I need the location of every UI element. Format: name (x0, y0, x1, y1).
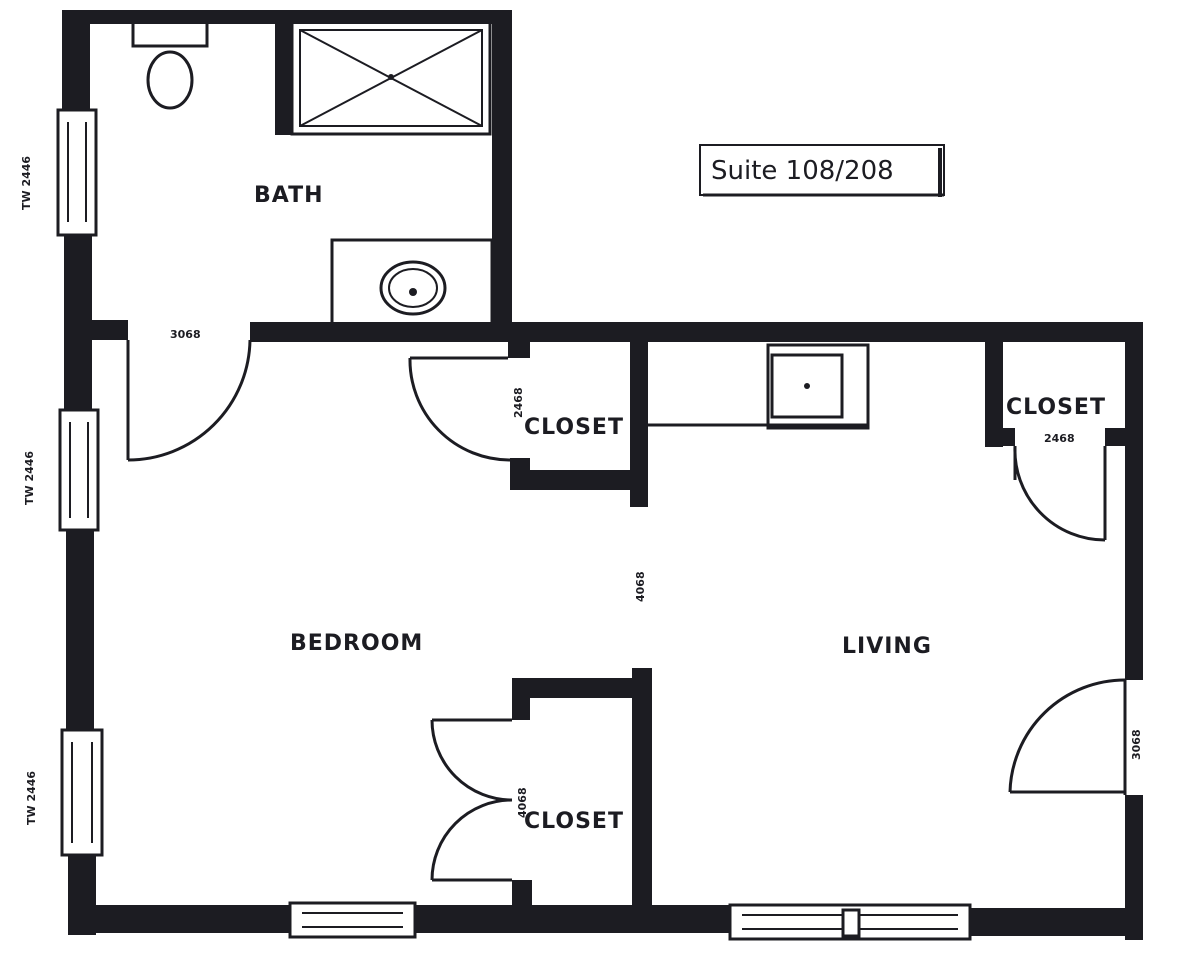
bath-sink (379, 260, 447, 316)
closet-label-lower: CLOSET (524, 809, 624, 834)
doors (126, 339, 1127, 882)
window-bedroom-upper (58, 408, 100, 532)
door-tag-entry: 3068 (1130, 729, 1143, 760)
walls (62, 10, 1143, 940)
fixtures (131, 16, 870, 430)
toilet-bowl (146, 50, 194, 110)
windows (56, 108, 972, 941)
room-label-living: LIVING (842, 634, 932, 659)
kitchen-sink (770, 353, 844, 419)
kitchen-counter (766, 343, 870, 430)
labels: BATH BEDROOM LIVING CLOSET CLOSET CLOSET… (20, 156, 1143, 834)
room-label-bedroom: BEDROOM (290, 631, 423, 656)
window-bottom-living (728, 903, 972, 941)
vanity (330, 238, 494, 326)
door-tag-bath: 3068 (170, 328, 201, 341)
window-bedroom-lower (60, 728, 104, 857)
suite-title-box: Suite 108/208 (699, 144, 945, 197)
window-tag-3: TW 2446 (25, 771, 38, 825)
door-tag-lower-closet: 4068 (516, 787, 529, 818)
door-tag-upper-closet: 2468 (512, 387, 525, 418)
door-tag-opening: 4068 (634, 571, 647, 602)
window-tag-2: TW 2446 (23, 451, 36, 505)
room-label-bath: BATH (254, 183, 324, 208)
suite-title: Suite 108/208 (711, 156, 894, 186)
door-tag-right-closet: 2468 (1044, 432, 1075, 445)
shower (290, 20, 492, 136)
window-bottom-bedroom (288, 901, 417, 939)
window-bath (56, 108, 98, 237)
closet-label-right: CLOSET (1006, 395, 1106, 420)
window-tag-1: TW 2446 (20, 156, 33, 210)
toilet-tank (131, 16, 209, 48)
closet-label-upper: CLOSET (524, 415, 624, 440)
